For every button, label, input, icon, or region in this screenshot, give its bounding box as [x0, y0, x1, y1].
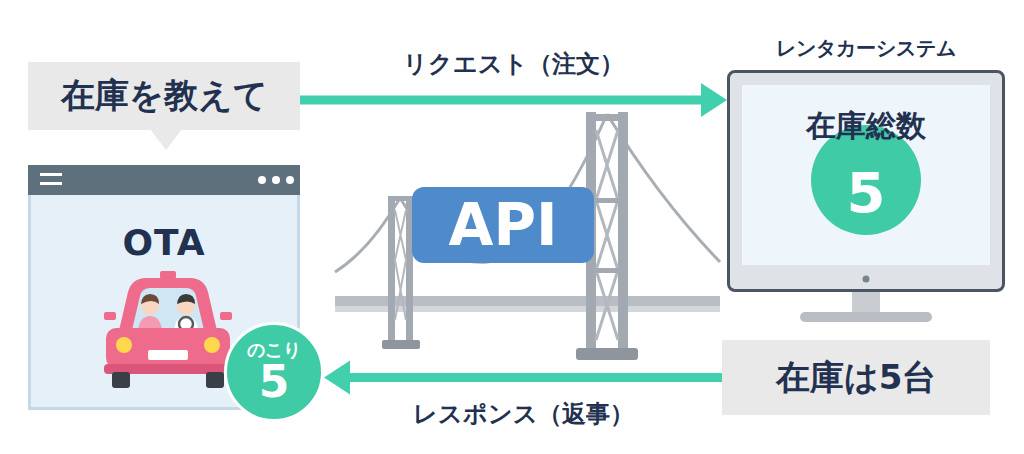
arrow-shaft: [300, 96, 701, 105]
monitor-screen: 在庫総数 5: [742, 85, 990, 265]
bridge-illustration: [586, 268, 628, 273]
monitor-frame: レンタカーシステム在庫総数5: [727, 70, 1005, 292]
circle-number: 5: [259, 360, 290, 404]
api-text: API: [449, 196, 558, 254]
speech-bubble-tail: [150, 129, 182, 150]
bridge-illustration: [382, 340, 420, 349]
bridge-illustration: [395, 210, 406, 320]
bridge-illustration: [596, 130, 618, 340]
bridge-illustration: [388, 196, 395, 346]
bridge-illustration: [388, 196, 413, 201]
system-heading: レンタカーシステム: [730, 37, 1002, 60]
bridge-illustration: [335, 198, 400, 272]
bridge-illustration: [607, 114, 720, 262]
monitor-stand: [852, 290, 880, 316]
edge-label: リクエスト（注文）: [403, 48, 624, 80]
flow-arrow: [324, 361, 722, 395]
arrow-head: [701, 83, 727, 117]
response-box: 在庫は5台: [722, 340, 990, 415]
speech-bubble: 在庫を教えて: [28, 62, 300, 130]
arrow-head: [324, 361, 350, 395]
bridge-illustration: [335, 296, 720, 306]
bridge-illustration: [586, 114, 628, 121]
bubble-text: 在庫を教えて: [61, 76, 268, 115]
monitor-stand: [800, 290, 932, 322]
edge-label: レスポンス（返事）: [413, 398, 634, 430]
bridge-illustration: [335, 306, 720, 312]
speech-bubble-tail: [150, 129, 182, 150]
bridge-illustration: [335, 112, 720, 360]
bridge-illustration: [400, 114, 607, 262]
flow-arrow: [300, 83, 727, 117]
api-box: API: [412, 187, 594, 263]
stock-number: 5: [847, 165, 886, 221]
window-title: OTA: [122, 222, 205, 263]
circle-caption: のこり: [247, 340, 301, 361]
bridge-illustration: [618, 112, 628, 356]
bridge-illustration: [576, 348, 638, 360]
monitor-stand: [800, 312, 932, 322]
arrow-shaft: [350, 373, 722, 382]
screen-heading: 在庫総数: [742, 109, 990, 144]
remaining-circle: のこり5: [224, 322, 324, 422]
response-text: 在庫は5台: [776, 358, 937, 397]
